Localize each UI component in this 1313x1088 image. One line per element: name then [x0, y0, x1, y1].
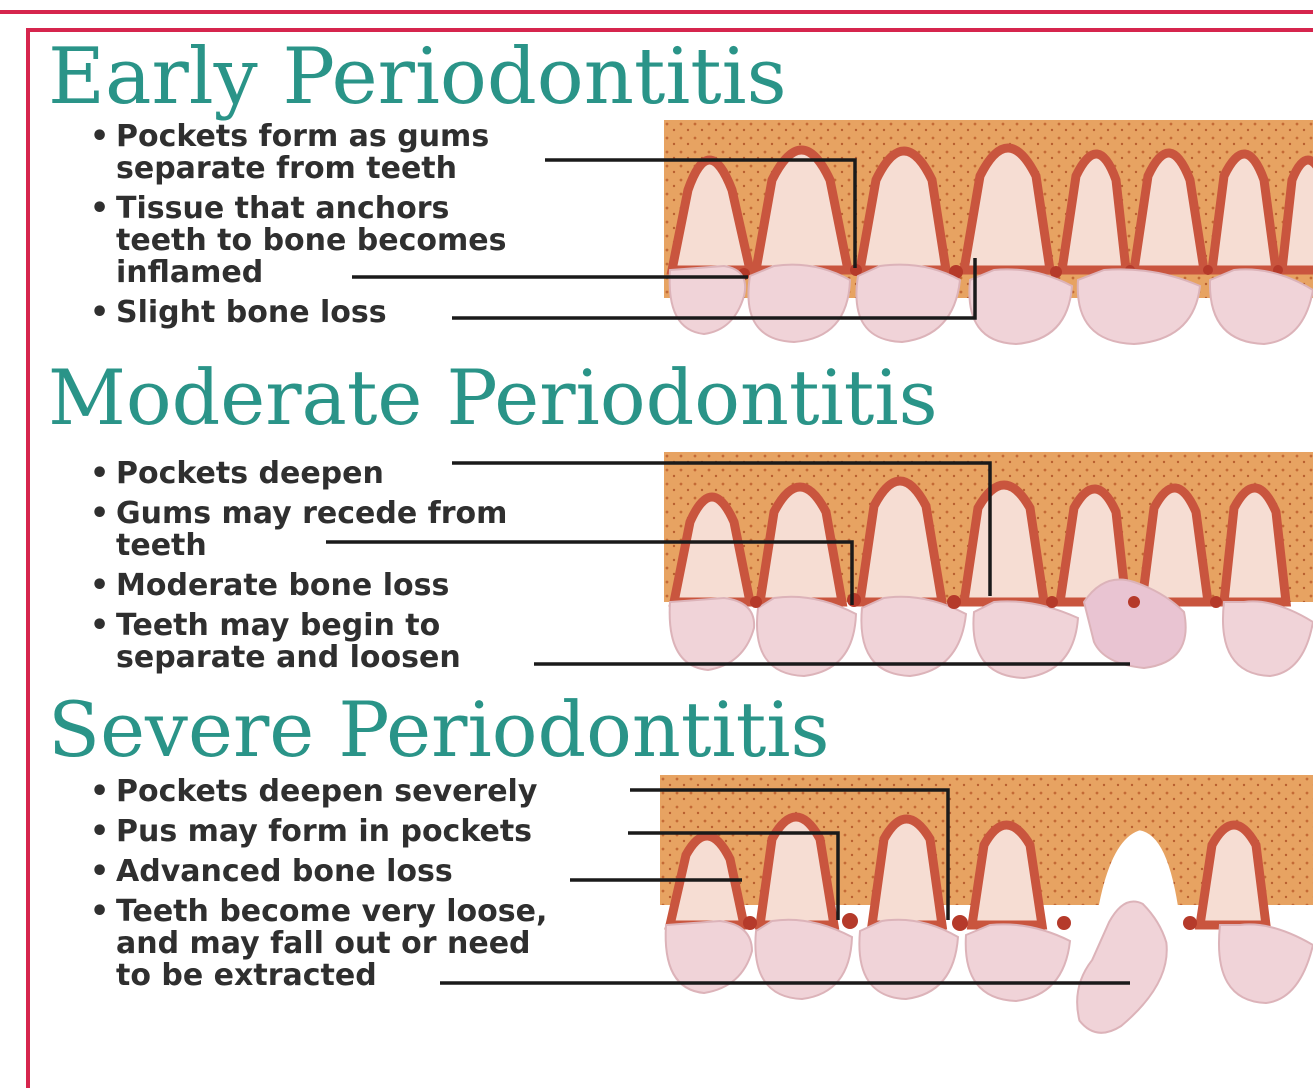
bullet-moderate-pockets-deepen: Pockets deepen	[84, 458, 644, 490]
bullet-severe-pockets-deepen: Pockets deepen severely	[84, 776, 644, 808]
bullet-list-moderate: Pockets deepen Gums may recede from teet…	[84, 458, 644, 682]
bullet-moderate-bone-loss: Moderate bone loss	[84, 570, 644, 602]
title-moderate-periodontitis: Moderate Periodontitis	[48, 360, 938, 436]
bullet-moderate-teeth-loosen: Teeth may begin to separate and loosen	[84, 610, 644, 674]
teeth-illustration-severe	[660, 775, 1313, 1065]
bullet-severe-teeth-loose: Teeth become very loose, and may fall ou…	[84, 896, 644, 992]
top-border	[0, 10, 1313, 14]
bullet-early-pockets-form: Pockets form as gums separate from teeth	[84, 121, 644, 185]
bullet-list-early: Pockets form as gums separate from teeth…	[84, 121, 644, 337]
bullet-moderate-gums-recede: Gums may recede from teeth	[84, 498, 644, 562]
bullet-severe-pus-form: Pus may form in pockets	[84, 816, 644, 848]
bullet-severe-advanced-bone-loss: Advanced bone loss	[84, 856, 644, 888]
bullet-early-slight-bone-loss: Slight bone loss	[84, 297, 644, 329]
teeth-illustration-moderate	[664, 452, 1313, 684]
bullet-list-severe: Pockets deepen severely Pus may form in …	[84, 776, 644, 1000]
title-early-periodontitis: Early Periodontitis	[48, 38, 787, 116]
bullet-early-tissue-inflamed: Tissue that anchors teeth to bone become…	[84, 193, 644, 289]
title-severe-periodontitis: Severe Periodontitis	[48, 692, 830, 768]
teeth-illustration-early	[664, 120, 1313, 348]
